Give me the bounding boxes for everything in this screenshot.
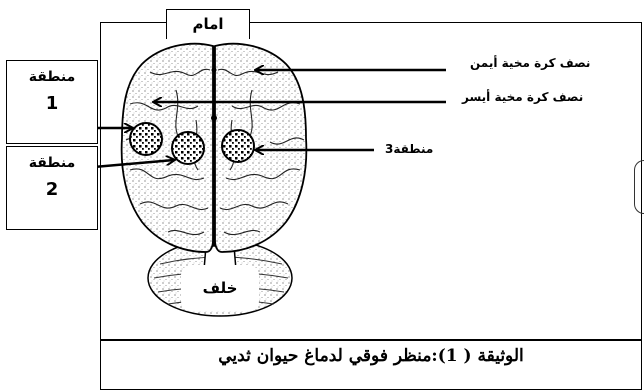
zone-2-word: منطقة — [7, 155, 97, 171]
fissure-point-upper — [212, 68, 217, 73]
left-hemisphere-label: نصف كرة مخية أيسر — [462, 90, 583, 104]
zone-1-number: 1 — [7, 93, 97, 114]
zone-3-circle — [222, 130, 254, 162]
zone-1-box: منطقة 1 — [6, 60, 98, 144]
zone-1-circle — [130, 123, 162, 155]
zone-2-circle — [172, 132, 204, 164]
zone-3-label: منطقة3 — [385, 142, 433, 156]
figure-caption: الوثيقة ( 1):منظر فوقي لدماغ حيوان ثديي — [100, 340, 642, 390]
caption-line-1: الوثيقة ( 1):منظر فوقي لدماغ حيوان ثديي — [101, 345, 641, 368]
front-label: امام — [166, 9, 250, 39]
zone-2-number: 2 — [7, 179, 97, 200]
right-hemisphere-label: نصف كرة مخية أيمن — [470, 56, 590, 70]
fissure-point-lower — [211, 115, 217, 121]
zone-2-box: منطقة 2 — [6, 146, 98, 230]
zone-1-word: منطقة — [7, 69, 97, 85]
back-label: خلف — [181, 265, 259, 311]
